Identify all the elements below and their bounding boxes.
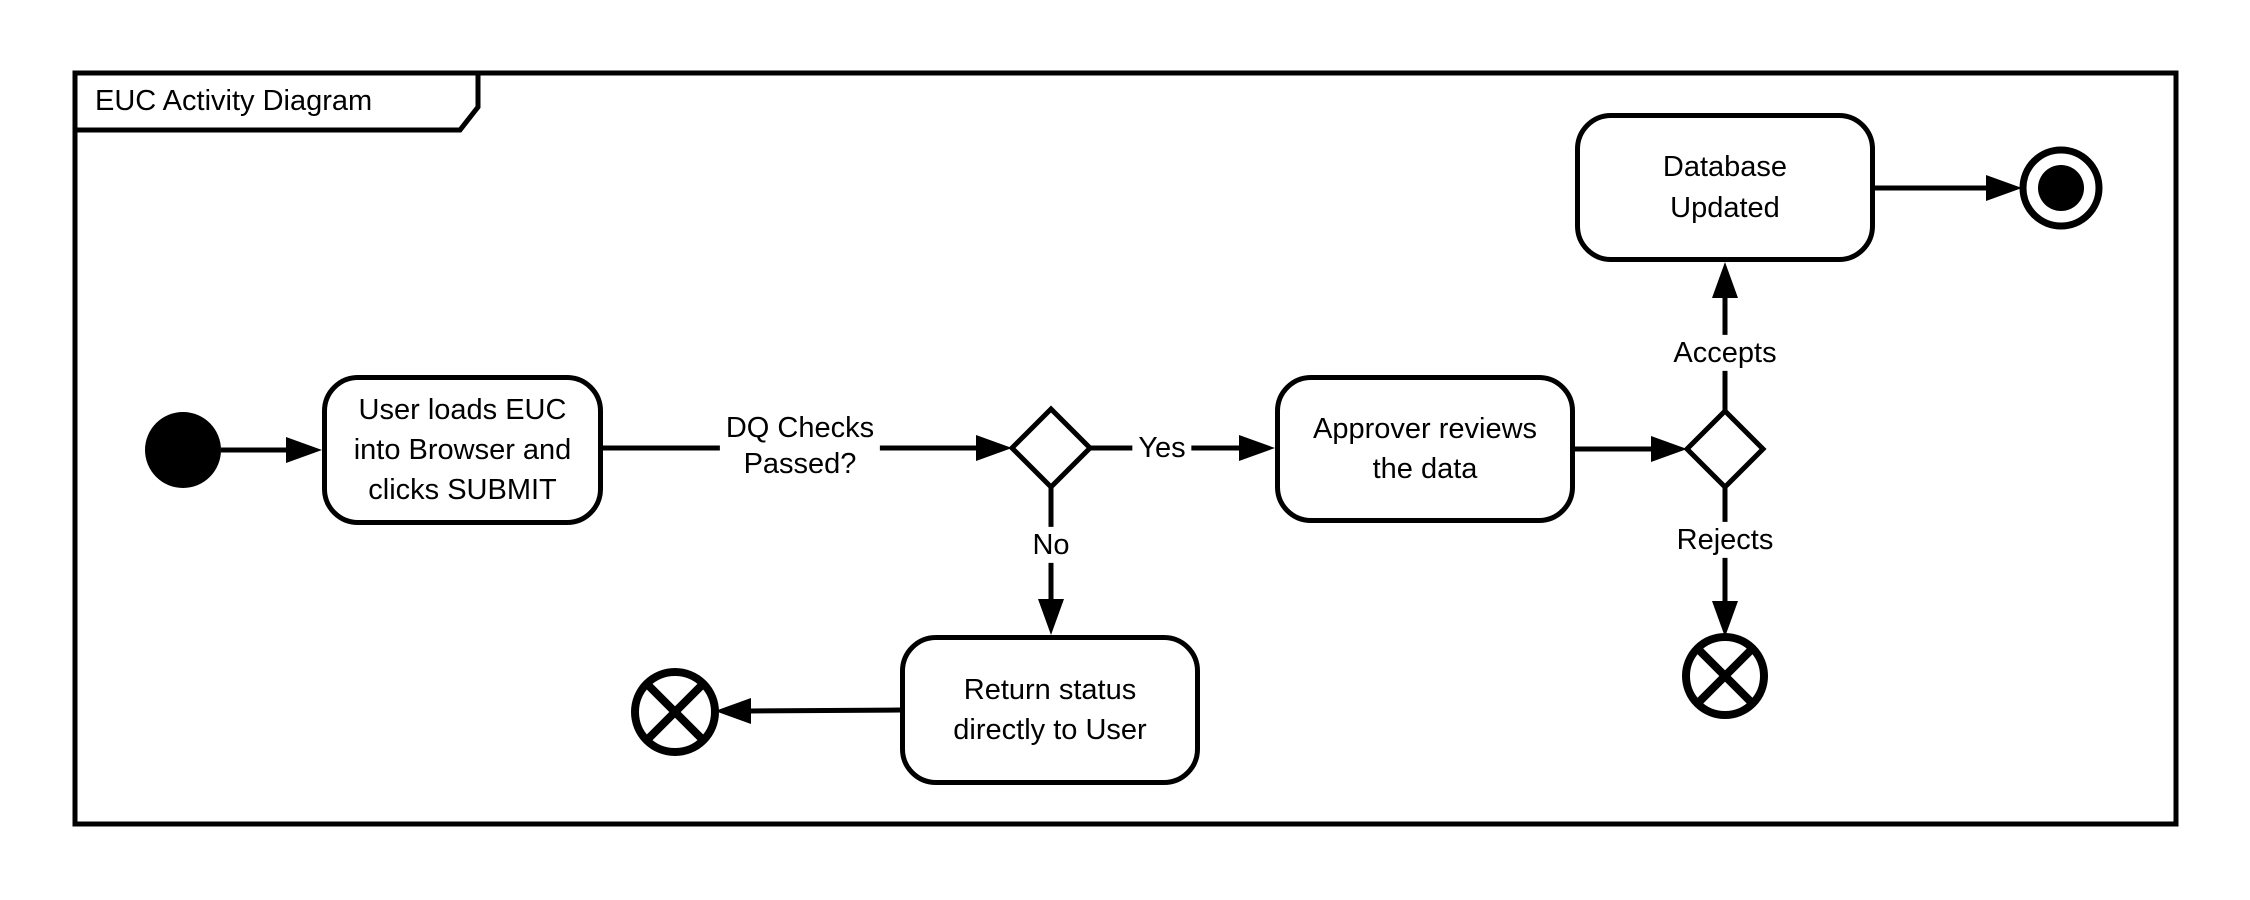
- arrowhead-database-to-final: [1986, 175, 2022, 201]
- flow-final-reject-x-stroke: [1696, 647, 1754, 705]
- arrowhead-approver-to-decision: [1651, 436, 1687, 462]
- frame-title-tab: [72, 70, 481, 133]
- edge-label-no: No: [1026, 526, 1076, 564]
- approver-decision-diamond: [1683, 407, 1767, 491]
- edge-label-accepts: Accepts: [1667, 334, 1783, 372]
- edge-return-to-flow-final: [748, 707, 901, 714]
- action-node-label: Return status directly to User: [953, 673, 1147, 746]
- arrowhead-rejects-to-flow-final: [1712, 601, 1738, 637]
- activity-final-inner-dot: [2038, 165, 2084, 211]
- action-node-database-updated: Database Updated: [1575, 113, 1875, 262]
- frame-border: [72, 70, 2179, 827]
- frame-title: EUC Activity Diagram: [95, 85, 373, 117]
- action-node-return-status: Return status directly to User: [900, 635, 1200, 785]
- arrowhead-yes-to-approver: [1239, 435, 1275, 461]
- arrowhead-no-to-return: [1038, 599, 1064, 635]
- arrowhead-return-to-flow-final: [715, 698, 751, 724]
- action-node-approver-reviews: Approver reviews the data: [1275, 375, 1575, 523]
- action-node-label: Approver reviews the data: [1312, 412, 1538, 485]
- arrowhead-load-to-dq: [976, 435, 1012, 461]
- edge-label-yes: Yes: [1132, 429, 1192, 467]
- arrowhead-start-to-load: [286, 437, 322, 463]
- start-node: [145, 412, 221, 488]
- edge-label-dq-checks: DQ Checks Passed?: [719, 409, 881, 483]
- action-node-label: User loads EUC into Browser and clicks S…: [353, 393, 572, 506]
- dq-decision-diamond: [1008, 405, 1094, 491]
- flow-final-return-x-stroke: [646, 683, 704, 741]
- action-node-label: Database Updated: [1662, 151, 1788, 224]
- arrowhead-accepts-to-database: [1712, 262, 1738, 298]
- action-node-user-loads-euc: User loads EUC into Browser and clicks S…: [322, 375, 603, 525]
- edge-label-rejects: Rejects: [1670, 521, 1780, 559]
